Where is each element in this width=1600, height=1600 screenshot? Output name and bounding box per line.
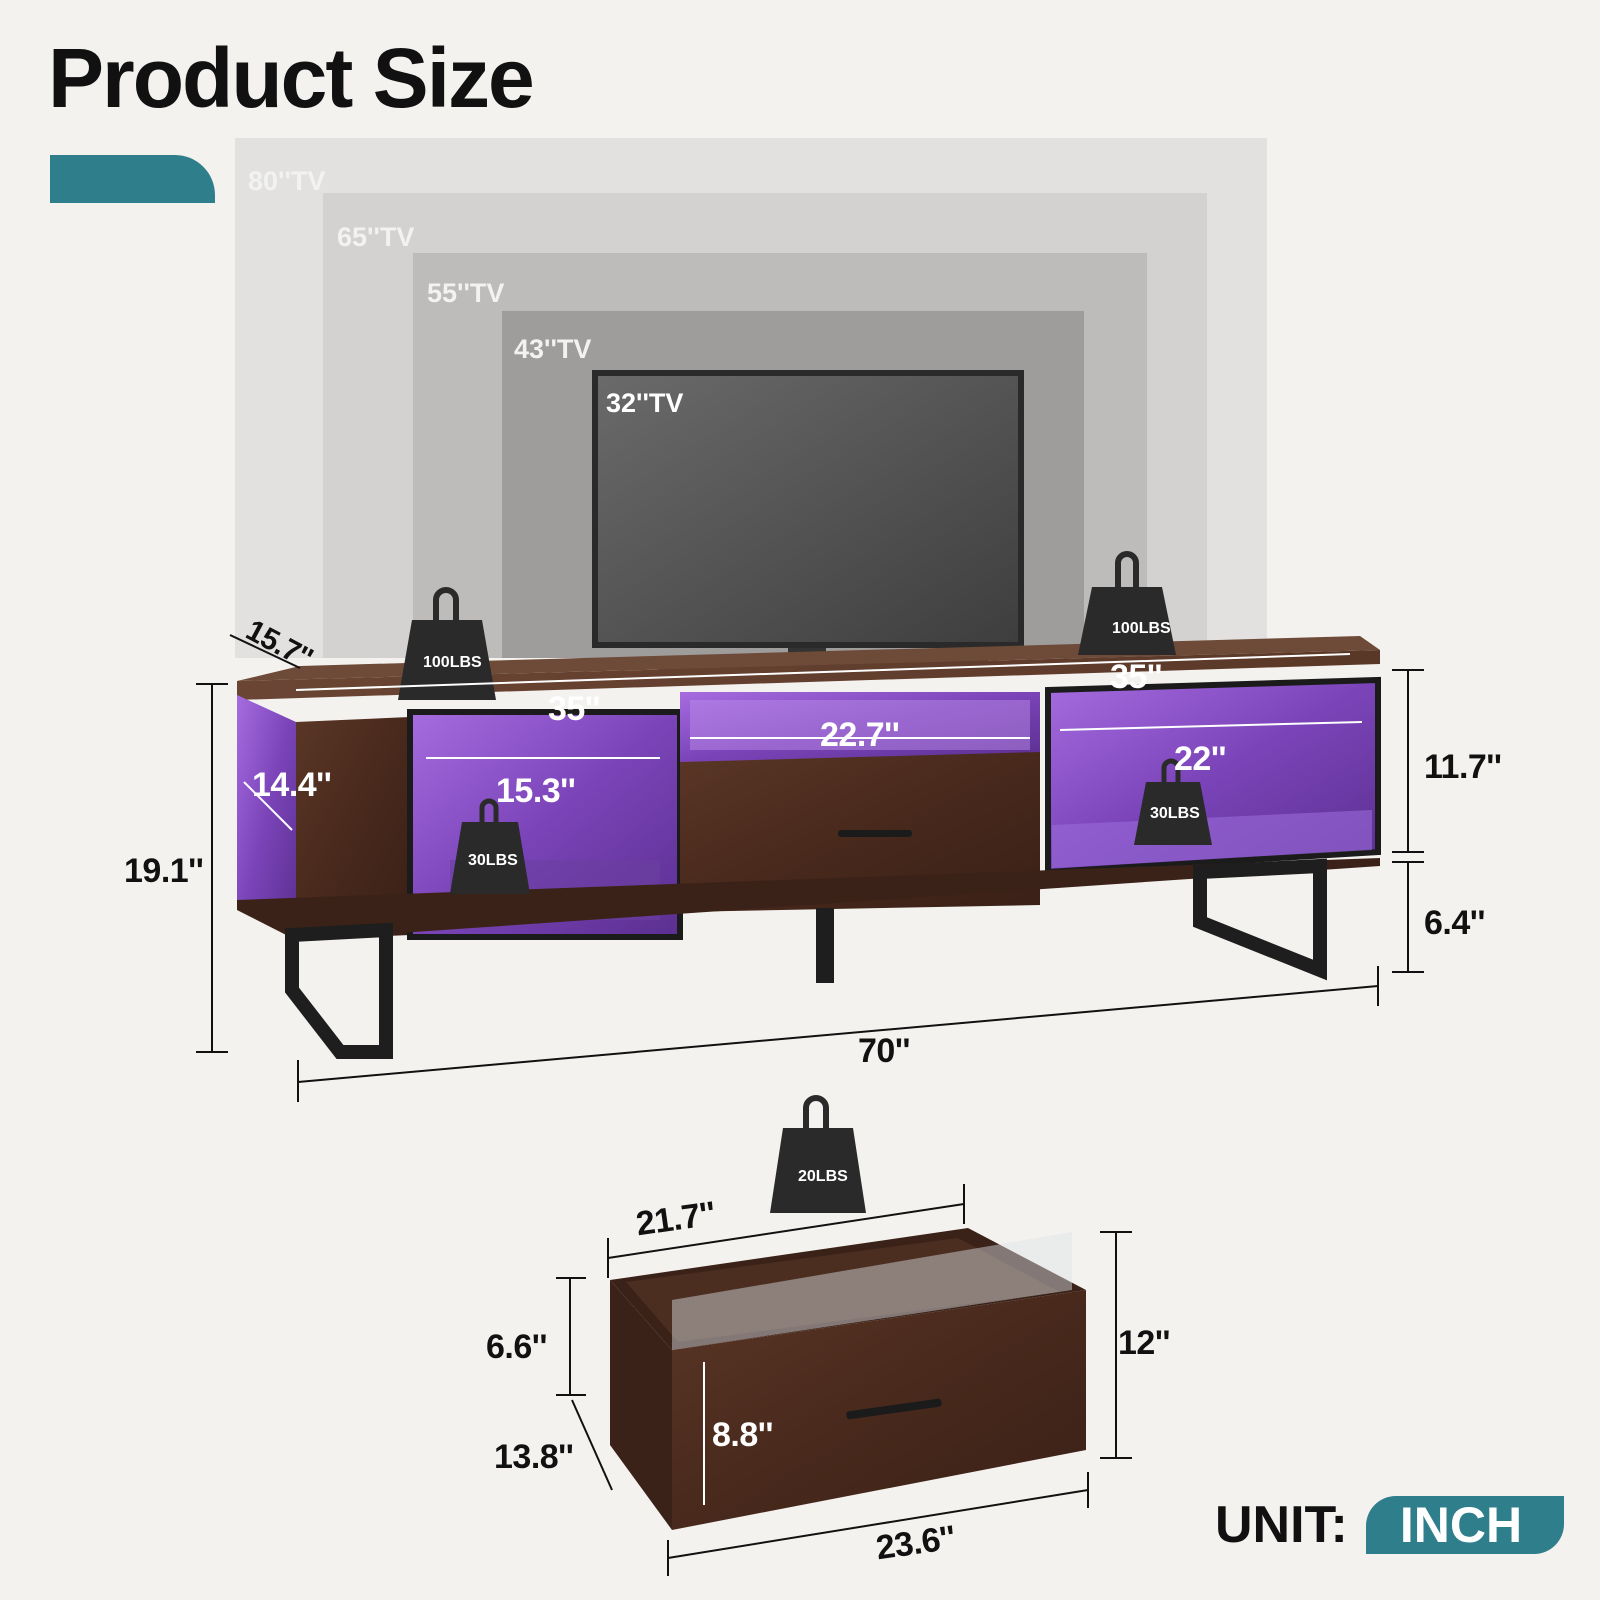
- dim-drawer-depth: 13.8'': [494, 1438, 574, 1476]
- unit-label: UNIT:: [1215, 1496, 1348, 1554]
- weight-label-100-left: 100LBS: [423, 654, 482, 671]
- dim-cabinet-height: 11.7'': [1424, 748, 1502, 786]
- weight-label-20: 20LBS: [798, 1168, 848, 1185]
- dim-leg-height: 6.4'': [1424, 904, 1485, 942]
- weight-icon: [398, 551, 1212, 1213]
- dim-center-shelf: 22.7'': [820, 716, 900, 754]
- dim-left-cabinet-width: 15.3'': [496, 772, 576, 810]
- dim-drawer-front-height: 8.8'': [712, 1416, 773, 1454]
- dim-drawer-total-height: 12'': [1118, 1324, 1171, 1362]
- page-title: Product Size: [48, 31, 535, 125]
- tv-label-55: 55''TV: [427, 278, 505, 308]
- unit-badge: UNIT: INCH: [1215, 1495, 1565, 1555]
- left-leg: [285, 922, 393, 1059]
- drawer-illustration: [610, 1228, 1086, 1530]
- dim-drawer-side-height: 6.6'': [486, 1328, 547, 1366]
- tv-label-43: 43''TV: [514, 334, 592, 364]
- unit-value: INCH: [1365, 1496, 1565, 1554]
- tv-label-80: 80''TV: [248, 166, 326, 196]
- left-end-cabinet: [237, 695, 296, 940]
- weight-label-30-right: 30LBS: [1150, 805, 1200, 822]
- weight-label-100-right: 100LBS: [1112, 620, 1171, 637]
- dim-left-section: 35'': [548, 690, 601, 728]
- dim-right-cabinet-width: 22'': [1174, 740, 1227, 778]
- dim-left-side-height: 14.4'': [252, 766, 332, 804]
- tv-label-65: 65''TV: [337, 222, 415, 252]
- tv-label-32: 32''TV: [606, 388, 684, 418]
- accent-tab: [50, 155, 215, 203]
- dim-total-width: 70'': [858, 1032, 911, 1070]
- dim-total-height: 19.1'': [124, 852, 204, 890]
- center-section: [680, 692, 1040, 983]
- weight-label-30-left: 30LBS: [468, 852, 518, 869]
- right-leg: [1193, 858, 1327, 981]
- dim-right-section: 35'': [1110, 658, 1163, 696]
